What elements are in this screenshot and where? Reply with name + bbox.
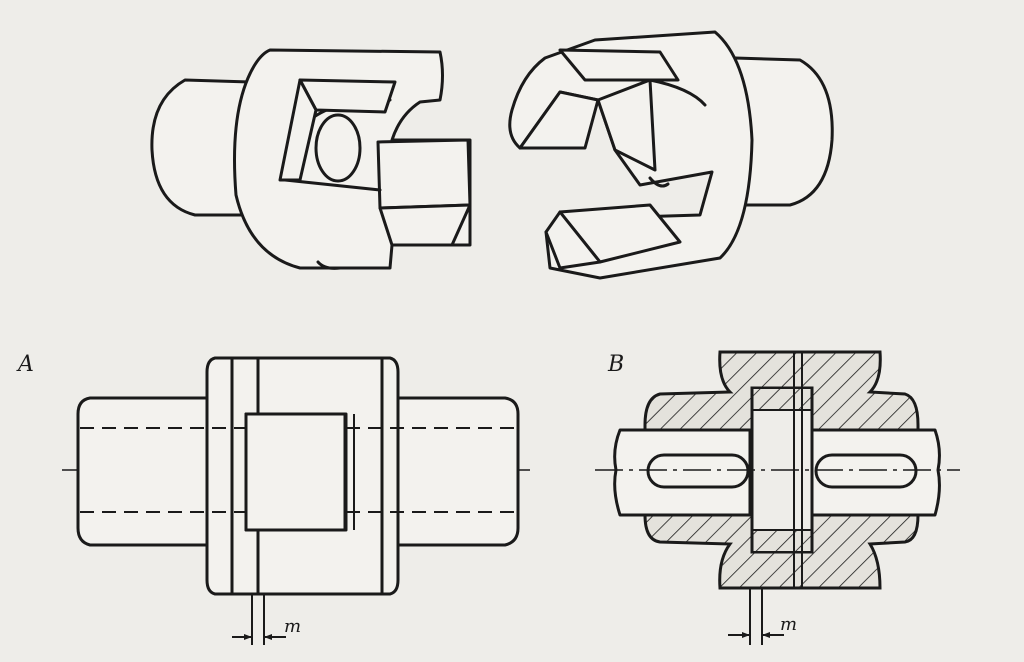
gap-a-label: m	[284, 616, 302, 637]
coupling-half-right-iso	[508, 30, 834, 280]
coupling-half-left-iso	[150, 48, 472, 270]
view-b-label: B	[608, 352, 625, 377]
view-a-label: A	[18, 352, 34, 377]
view-b-section	[595, 350, 960, 645]
gap-b-label: m	[780, 614, 798, 635]
view-a-drawing	[62, 356, 535, 645]
